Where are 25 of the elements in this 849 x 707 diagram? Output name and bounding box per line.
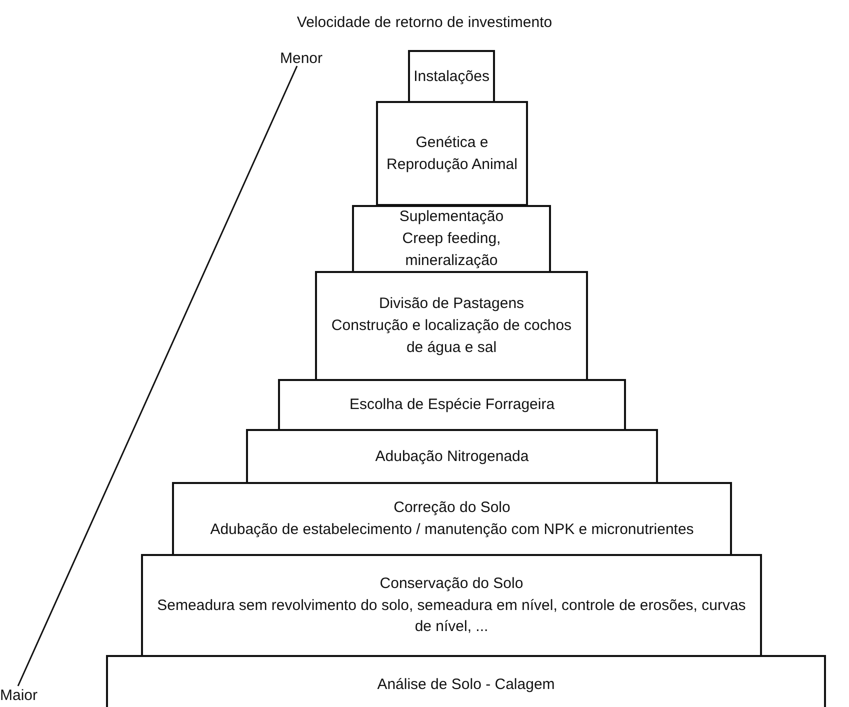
pyramid-tier <box>408 50 495 103</box>
pyramid-tier <box>376 101 528 206</box>
scale-label: Menor <box>280 50 323 67</box>
pyramid-tier <box>315 271 588 381</box>
diagram-title: Velocidade de retorno de investimento <box>296 14 554 31</box>
tier-description: Construção e localização de cochos de água e sal <box>330 316 573 358</box>
tier-heading: Conservação do Solo <box>380 574 524 594</box>
pyramid-tier <box>106 655 826 707</box>
pyramid-tier <box>172 482 732 556</box>
tier-description: Creep feeding, mineralização <box>401 229 502 271</box>
tier-description: Adubação de estabelecimento / manutenção com NPK e micronutrientes <box>210 520 694 540</box>
pyramid-tier <box>278 379 626 431</box>
tier-heading: Análise de Solo - Calagem <box>377 675 555 696</box>
tier-heading: Suplementação <box>399 207 504 228</box>
tier-heading: Escolha de Espécie Forrageira <box>349 395 555 416</box>
tier-heading: Instalações <box>414 66 490 87</box>
tier-description: Semeadura sem revolvimento do solo, semeadura em nível, controle de erosões, curvas de nível, ... <box>156 596 747 638</box>
pyramid-tier <box>141 554 762 657</box>
tier-heading: Adubação Nitrogenada <box>375 446 529 467</box>
tier-heading: Genética e Reprodução Animal <box>386 132 518 174</box>
tier-heading: Correção do Solo <box>394 498 510 518</box>
pyramid-tier <box>352 205 551 273</box>
pyramid-tier <box>246 429 658 484</box>
scale-label: Maior <box>0 687 38 704</box>
tier-heading: Divisão de Pastagens <box>378 294 524 314</box>
